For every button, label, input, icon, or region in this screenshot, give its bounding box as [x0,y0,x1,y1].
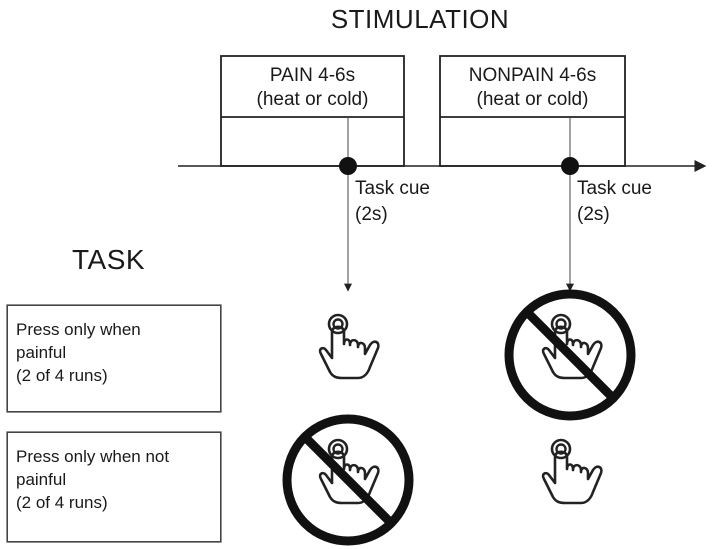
no-press-icon [504,289,636,421]
nonpain-stimulus-type: (heat or cold) [476,89,589,110]
task-2-line-3: (2 of 4 runs) [16,493,108,512]
no-press-icon [282,414,414,546]
task-cue-1: Task cue (2s) [355,176,430,228]
pain-stimulus-box [220,55,405,167]
task-1-line-1: Press only when [16,320,141,339]
stimulation-title: STIMULATION [330,4,510,34]
pain-stimulus-duration: PAIN 4-6s [269,65,356,86]
task-1-line-3: (2 of 4 runs) [16,366,108,385]
nonpain-stimulus-label: NONPAIN 4-6s (heat or cold) [440,64,625,112]
pain-stimulus-type: (heat or cold) [256,89,369,110]
task-box-1: Press only when painful (2 of 4 runs) [7,305,221,412]
task-title: TASK [72,244,146,275]
task-2-line-1: Press only when not [16,447,170,466]
task-cue-2-label: Task cue [577,178,652,199]
task-box-2: Press only when not painful (2 of 4 runs… [7,432,221,542]
nonpain-stimulus-duration: NONPAIN 4-6s [468,65,597,86]
task-1-line-2: painful [16,343,67,362]
nonpain-stimulus-box [439,55,626,167]
task-cue-1-duration: (2s) [355,204,388,225]
pointing-hand-icon [318,313,380,380]
task-cue-2: Task cue (2s) [577,176,652,228]
task-2-line-2: painful [16,470,67,489]
task-cue-2-duration: (2s) [577,204,610,225]
task-cue-1-label: Task cue [355,178,430,199]
pointing-hand-icon [541,438,603,505]
cue-dot-1 [339,157,357,175]
cue-dot-2 [561,157,579,175]
pain-stimulus-label: PAIN 4-6s (heat or cold) [221,64,404,112]
